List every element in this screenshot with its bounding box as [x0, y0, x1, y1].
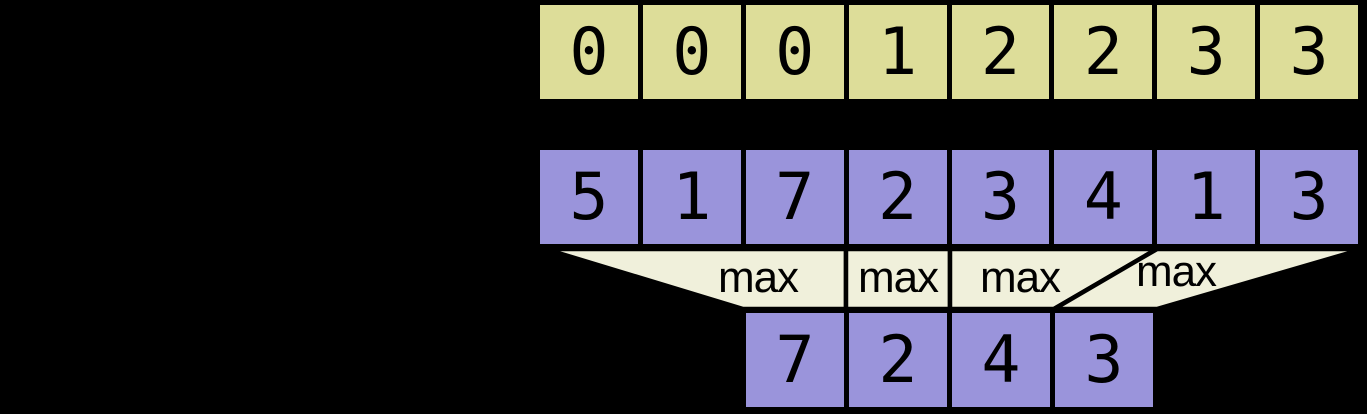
segment-id-cell: 2 [951, 5, 1050, 99]
max-operator-label: max [857, 253, 939, 302]
input-values-row: 5 1 7 2 3 4 1 3 [535, 145, 1363, 249]
max-operator-label: max [717, 253, 799, 302]
segment-id-cell: 0 [540, 5, 638, 99]
segment-id-cell: 0 [745, 5, 844, 99]
value-cell: 1 [1157, 150, 1256, 244]
value-cell: 7 [745, 150, 844, 244]
segment-ids-row: 0 0 0 1 2 2 3 3 [535, 0, 1363, 104]
result-cell: 3 [1055, 313, 1153, 407]
value-cell: 1 [642, 150, 741, 244]
result-cell: 7 [746, 313, 844, 407]
segment-id-cell: 3 [1157, 5, 1256, 99]
max-operator-label: max [1135, 247, 1217, 296]
value-cell: 3 [1260, 150, 1358, 244]
value-cell: 3 [951, 150, 1050, 244]
segment-id-cell: 3 [1260, 5, 1358, 99]
value-cell: 2 [848, 150, 947, 244]
result-row: 7 2 4 3 [741, 308, 1158, 412]
value-cell: 5 [540, 150, 638, 244]
segment-id-cell: 0 [642, 5, 741, 99]
value-cell: 4 [1054, 150, 1153, 244]
segment-id-cell: 1 [848, 5, 947, 99]
max-operator-label: max [979, 253, 1061, 302]
result-cell: 2 [849, 313, 947, 407]
result-cell: 4 [952, 313, 1050, 407]
segment-id-cell: 2 [1054, 5, 1153, 99]
